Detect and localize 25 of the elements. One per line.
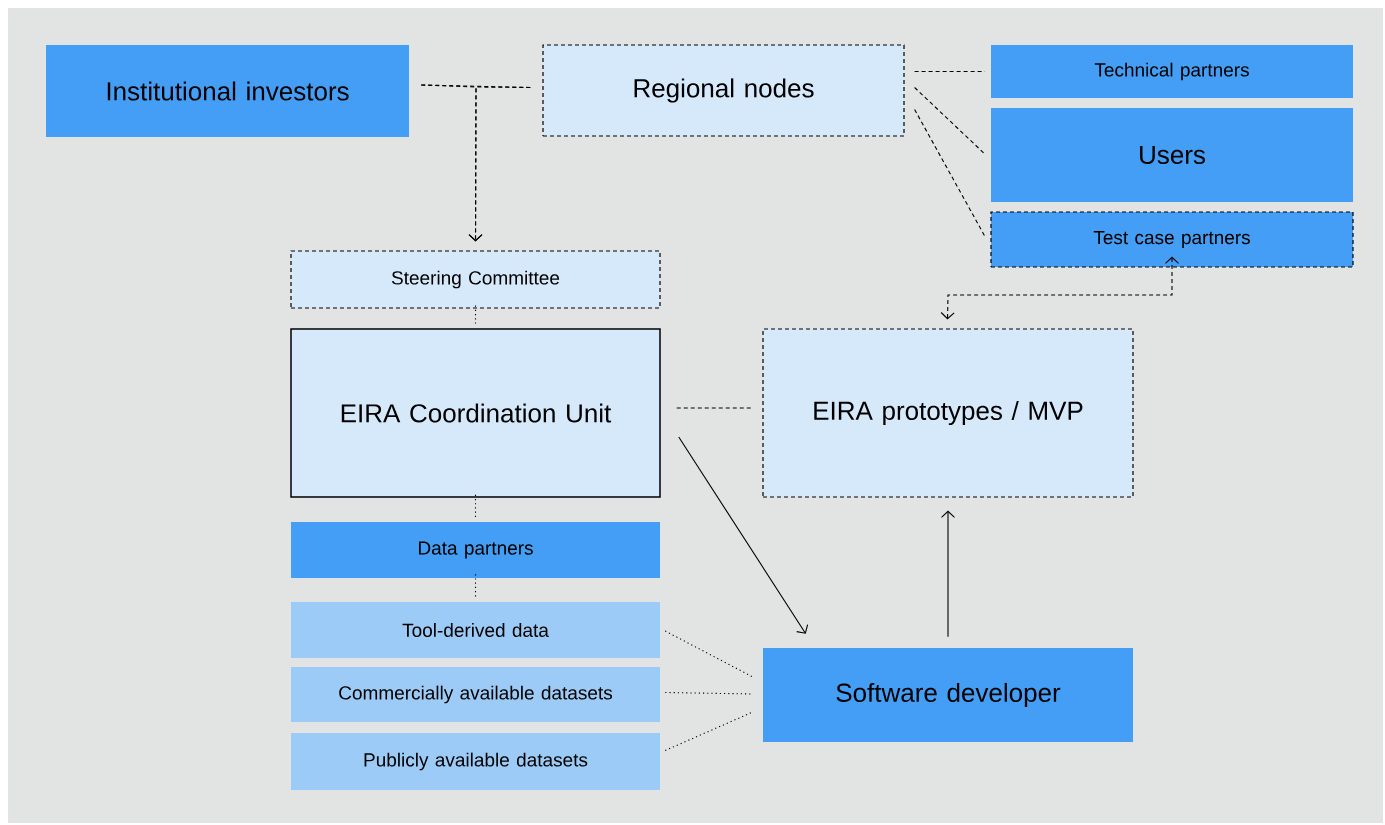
data-source-box: Tool-derived data bbox=[291, 602, 660, 658]
user-box: Users bbox=[991, 108, 1353, 202]
prototype-box: EIRA prototypes / MVP bbox=[762, 328, 1134, 498]
connector-line bbox=[474, 494, 477, 520]
connector-line bbox=[914, 70, 986, 73]
connector-line bbox=[914, 108, 985, 237]
data-source-box: Publicly available datasets bbox=[291, 733, 660, 790]
partner-box: Technical partners bbox=[991, 45, 1353, 98]
network-box: Regional nodes bbox=[542, 44, 905, 137]
developer-box: Software developer bbox=[763, 648, 1133, 742]
connector-line bbox=[664, 630, 754, 678]
partner-box: Data partners bbox=[291, 522, 660, 578]
connector-line bbox=[676, 407, 752, 409]
stakeholder-box: Institutional investors bbox=[46, 45, 409, 137]
arrow bbox=[940, 510, 956, 638]
connector-line bbox=[914, 86, 986, 155]
unit-box: EIRA Coordination Unit bbox=[290, 328, 661, 498]
committee-box: Steering Committee bbox=[290, 250, 661, 309]
partner-box: Test case partners bbox=[990, 211, 1354, 268]
data-source-box: Commercially available datasets bbox=[291, 667, 660, 722]
arrow bbox=[678, 436, 809, 634]
connector-line bbox=[474, 305, 477, 326]
arrow bbox=[468, 86, 531, 242]
arrow bbox=[940, 256, 1180, 320]
connector-line bbox=[664, 711, 754, 752]
